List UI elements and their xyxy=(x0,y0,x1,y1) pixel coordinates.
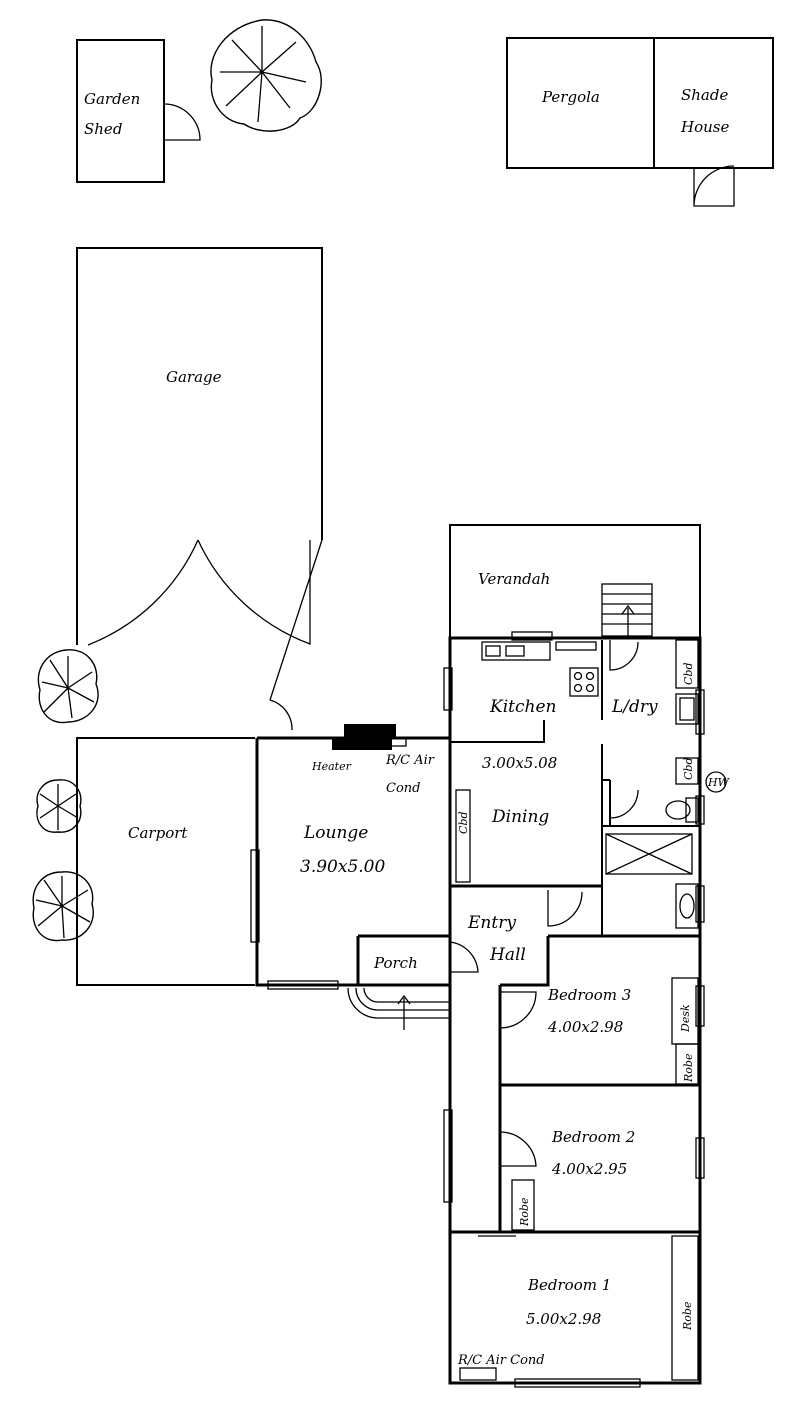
dining-cbd-label: Cbd xyxy=(457,812,470,835)
hws-label: HW xyxy=(707,776,731,789)
pergola-label: Pergola xyxy=(541,88,600,106)
dining-label: Dining xyxy=(491,807,549,827)
kitchen: Kitchen xyxy=(450,641,599,743)
bathroom-cbd-label: Cbd xyxy=(682,758,695,781)
bedroom3-dims: 4.00x2.98 xyxy=(547,1018,623,1036)
rc-air-lounge-label-2: Cond xyxy=(386,781,420,796)
dining-dims: 3.00x5.08 xyxy=(482,754,557,772)
laundry: L/dry Cbd xyxy=(601,639,699,725)
garage: Garage xyxy=(76,247,323,731)
lounge-dims: 3.90x5.00 xyxy=(300,857,385,877)
garden-shed-label-2: Shed xyxy=(84,120,122,138)
verandah-label: Verandah xyxy=(478,570,550,588)
rc-air-lounge-label-1: R/C Air xyxy=(385,753,435,768)
kitchen-label: Kitchen xyxy=(489,697,556,717)
pergola: Pergola xyxy=(506,37,655,169)
tree-icon xyxy=(36,779,82,833)
bedroom1-dims: 5.00x2.98 xyxy=(526,1310,601,1328)
dining: Cbd 3.00x5.08 Dining xyxy=(450,744,603,888)
house-walls xyxy=(255,636,702,1385)
laundry-label: L/dry xyxy=(611,697,658,717)
carport: Carport xyxy=(76,737,255,986)
porch: Porch xyxy=(347,941,479,1030)
bedroom2-dims: 4.00x2.95 xyxy=(551,1160,627,1178)
bedroom1-robe-label: Robe xyxy=(681,1301,694,1331)
hall-label: Hall xyxy=(489,945,526,965)
bedroom3-desk-label: Desk xyxy=(679,1004,692,1033)
bedroom2-robe-label: Robe xyxy=(518,1197,531,1227)
shade-house-label-2: House xyxy=(680,118,729,136)
porch-label: Porch xyxy=(373,954,418,972)
bedroom3-label: Bedroom 3 xyxy=(547,986,631,1004)
heater-label: Heater xyxy=(311,760,352,773)
shade-house: Shade House xyxy=(653,37,774,207)
bedroom2-label: Bedroom 2 xyxy=(551,1128,635,1146)
carport-label: Carport xyxy=(128,824,188,842)
garden-shed-label-1: Garden xyxy=(84,90,140,108)
laundry-cbd-label: Cbd xyxy=(682,663,695,686)
bathroom: Cbd HW xyxy=(601,757,731,936)
garden-shed: Garden Shed xyxy=(76,39,201,183)
verandah: Verandah xyxy=(449,524,701,638)
tree-icon xyxy=(32,871,94,942)
bedroom-3: Desk Robe Bedroom 3 4.00x2.98 xyxy=(500,977,700,1087)
entry-hall: Entry Hall xyxy=(467,890,700,1232)
tree-icon xyxy=(37,649,99,724)
windows xyxy=(250,631,705,1388)
bedroom1-label: Bedroom 1 xyxy=(527,1276,611,1294)
entry-label: Entry xyxy=(467,913,516,933)
bedroom-2: Robe Bedroom 2 4.00x2.95 xyxy=(450,1128,700,1234)
bedroom3-robe-label: Robe xyxy=(682,1053,695,1083)
lounge-label: Lounge xyxy=(303,823,368,843)
lounge: Heater R/C Air Cond Lounge 3.90x5.00 xyxy=(300,724,435,877)
rc-air-bed1-label: R/C Air Cond xyxy=(457,1353,545,1368)
garage-label: Garage xyxy=(166,368,222,386)
bedroom-1: Robe Bedroom 1 5.00x2.98 R/C Air Cond xyxy=(457,1235,699,1381)
shade-house-label-1: Shade xyxy=(681,86,728,104)
tree-icon xyxy=(210,19,322,132)
